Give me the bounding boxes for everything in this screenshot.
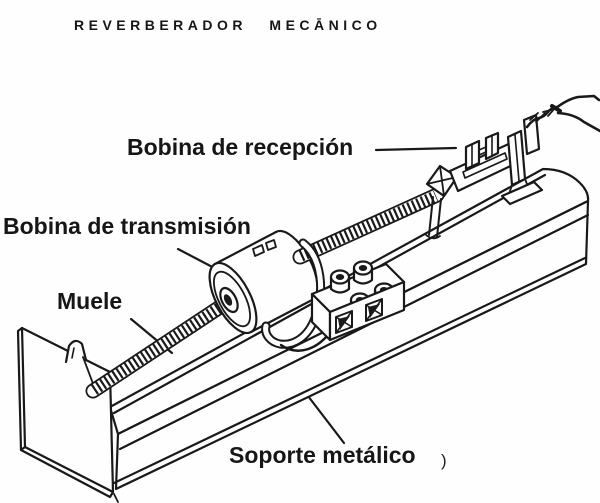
stray-paren-mark: ) — [441, 451, 447, 470]
transmission-coil-drawing — [208, 229, 319, 335]
label-transmission-coil: Bobina de transmisión — [3, 213, 251, 239]
terminal-block-drawing — [310, 260, 406, 342]
wires-drawing — [525, 94, 600, 133]
diagram-title: REVERBERADOR MECĀNICO — [74, 17, 382, 33]
label-spring: Muele — [57, 288, 123, 314]
label-reception-coil: Bobina de recepción — [127, 134, 354, 160]
spring-right-drawing — [292, 187, 445, 265]
label-metal-support: Soporte metálico — [229, 442, 416, 468]
reception-coil-drawing — [425, 113, 544, 240]
spring-drawing — [85, 295, 234, 399]
